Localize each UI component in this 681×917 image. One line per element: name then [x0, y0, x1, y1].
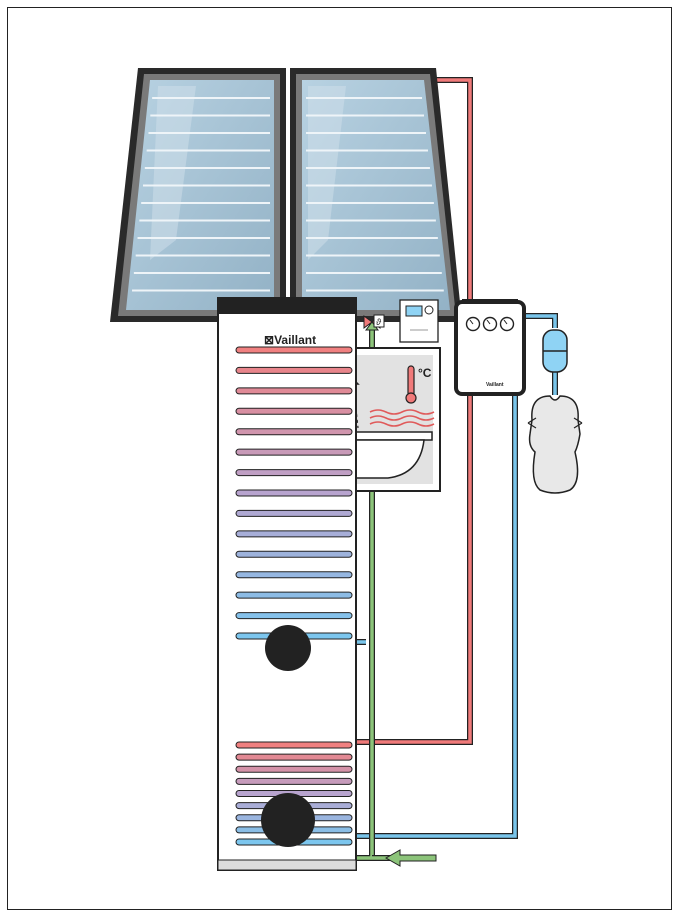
coil-turn [235, 571, 353, 579]
valve-temperature-label: ϑ [376, 317, 382, 327]
coil-turn [235, 428, 353, 436]
solar-collector-left [110, 68, 286, 322]
collector-absorber-lines [132, 97, 444, 292]
coil-turn [235, 765, 353, 773]
cylinder-brand-logo: ⊠Vaillant [264, 333, 316, 347]
pump-station-brand: Vaillant [486, 382, 504, 388]
thermometer-icon: °C [405, 365, 432, 404]
coil-turn [235, 448, 353, 456]
cylinder-brand-name: Vaillant [274, 333, 316, 347]
vaillant-mark-icon: ⊠ [264, 333, 274, 347]
coil-turn [235, 591, 353, 599]
coil-turn [235, 777, 353, 785]
coil-turn [235, 612, 353, 620]
coil-turn [235, 469, 353, 477]
diagram-frame [7, 7, 672, 910]
coil-turn [235, 346, 353, 354]
pressure-gauge-icon [499, 316, 515, 332]
upper-flange [265, 625, 311, 671]
three-way-valve-icon: ϑ [363, 314, 385, 331]
lower-flange [261, 793, 315, 847]
coil-turn [235, 366, 353, 374]
coil-turn [235, 407, 353, 415]
coil-turn [235, 387, 353, 395]
heat-waves-icon [369, 409, 435, 427]
solar-collector-right [290, 68, 462, 322]
coil-turn [235, 489, 353, 497]
coil-turn [235, 753, 353, 761]
upper-heat-exchanger-coil [235, 346, 353, 640]
coil-turn [235, 509, 353, 517]
inlet-arrow-icon [384, 849, 437, 867]
controller-icon [399, 299, 439, 343]
coil-turn [235, 550, 353, 558]
pre-switch-vessel-icon [527, 395, 583, 494]
coil-turn [235, 741, 353, 749]
svg-text:⊠Vaillant: ⊠Vaillant [264, 333, 316, 347]
pressure-gauge-icon [482, 316, 498, 332]
coil-turn [235, 530, 353, 538]
pressure-gauge-icon [465, 316, 481, 332]
solar-pump-station: Vaillant [454, 300, 526, 396]
thermo-unit-label: °C [418, 366, 432, 380]
expansion-vessel-icon [542, 329, 568, 373]
